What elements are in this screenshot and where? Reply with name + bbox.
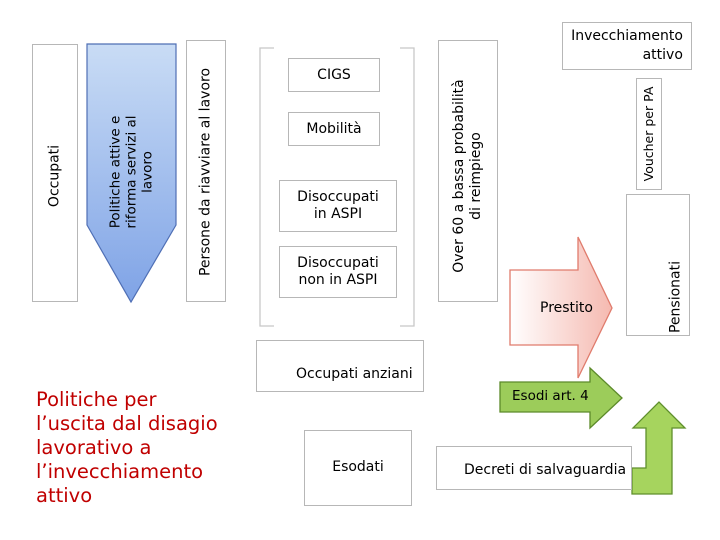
decreti-salvaguardia-box	[436, 446, 632, 490]
pensionati-label: Pensionati	[667, 260, 684, 334]
esodi-arrow	[499, 366, 623, 430]
prestito-arrow	[509, 236, 613, 379]
cigs-label: CIGS	[317, 66, 351, 83]
disoccupati-non-aspi-label: Disoccupati non in ASPI	[297, 255, 379, 288]
invecchiamento-attivo-label: Invecchiamento attivo	[571, 28, 683, 63]
voucher-pa-label: Voucher per PA	[640, 86, 656, 182]
prestito-label: Prestito	[540, 300, 593, 316]
diagram-caption: Politiche per l’uscita dal disagio lavor…	[36, 388, 218, 507]
esodati-box: Esodati	[304, 430, 412, 506]
occupati-box	[32, 44, 78, 302]
cigs-box: CIGS	[288, 58, 380, 92]
politiche-attive-arrow	[86, 43, 177, 304]
occupati-label: Occupati	[46, 144, 63, 208]
disoccupati-aspi-box: Disoccupati in ASPI	[279, 180, 397, 232]
mobilita-box: Mobilità	[288, 112, 380, 146]
politiche-attive-label: Politiche attive e riforma servizi al la…	[107, 115, 157, 229]
central-bracket	[259, 47, 415, 327]
esodi-label: Esodi art. 4	[512, 388, 589, 404]
occupati-anziani-label: Occupati anziani	[296, 366, 413, 382]
occupati-anziani-box	[256, 340, 424, 392]
over60-label: Over 60 a bassa probabilità di reimpiego	[451, 79, 484, 273]
persone-riavviare-box	[186, 40, 226, 302]
persone-riavviare-label: Persone da riavviare al lavoro	[197, 67, 214, 277]
voucher-pa-box	[636, 78, 662, 190]
esodati-label: Esodati	[332, 459, 384, 475]
salvaguardia-uturn-arrow	[631, 401, 687, 495]
over60-box	[438, 40, 498, 302]
mobilita-label: Mobilità	[306, 120, 362, 137]
decreti-salvaguardia-label: Decreti di salvaguardia	[464, 462, 627, 478]
pensionati-box	[626, 194, 690, 336]
disoccupati-aspi-label: Disoccupati in ASPI	[297, 189, 379, 222]
invecchiamento-attivo-box: Invecchiamento attivo	[562, 22, 692, 70]
disoccupati-non-aspi-box: Disoccupati non in ASPI	[279, 246, 397, 298]
